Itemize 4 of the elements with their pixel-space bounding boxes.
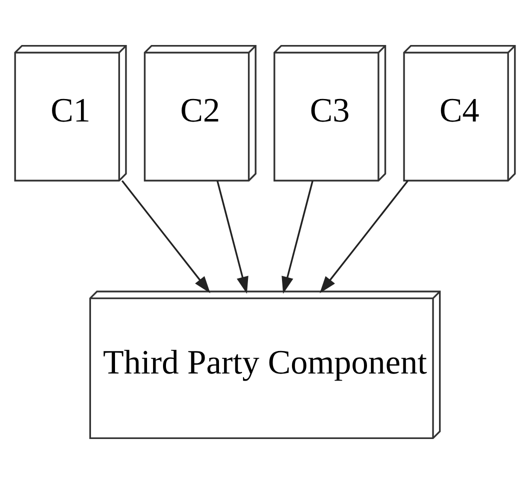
arrow [282, 180, 314, 294]
arrow [320, 180, 409, 294]
arrow [121, 180, 210, 294]
arrow [216, 180, 248, 294]
